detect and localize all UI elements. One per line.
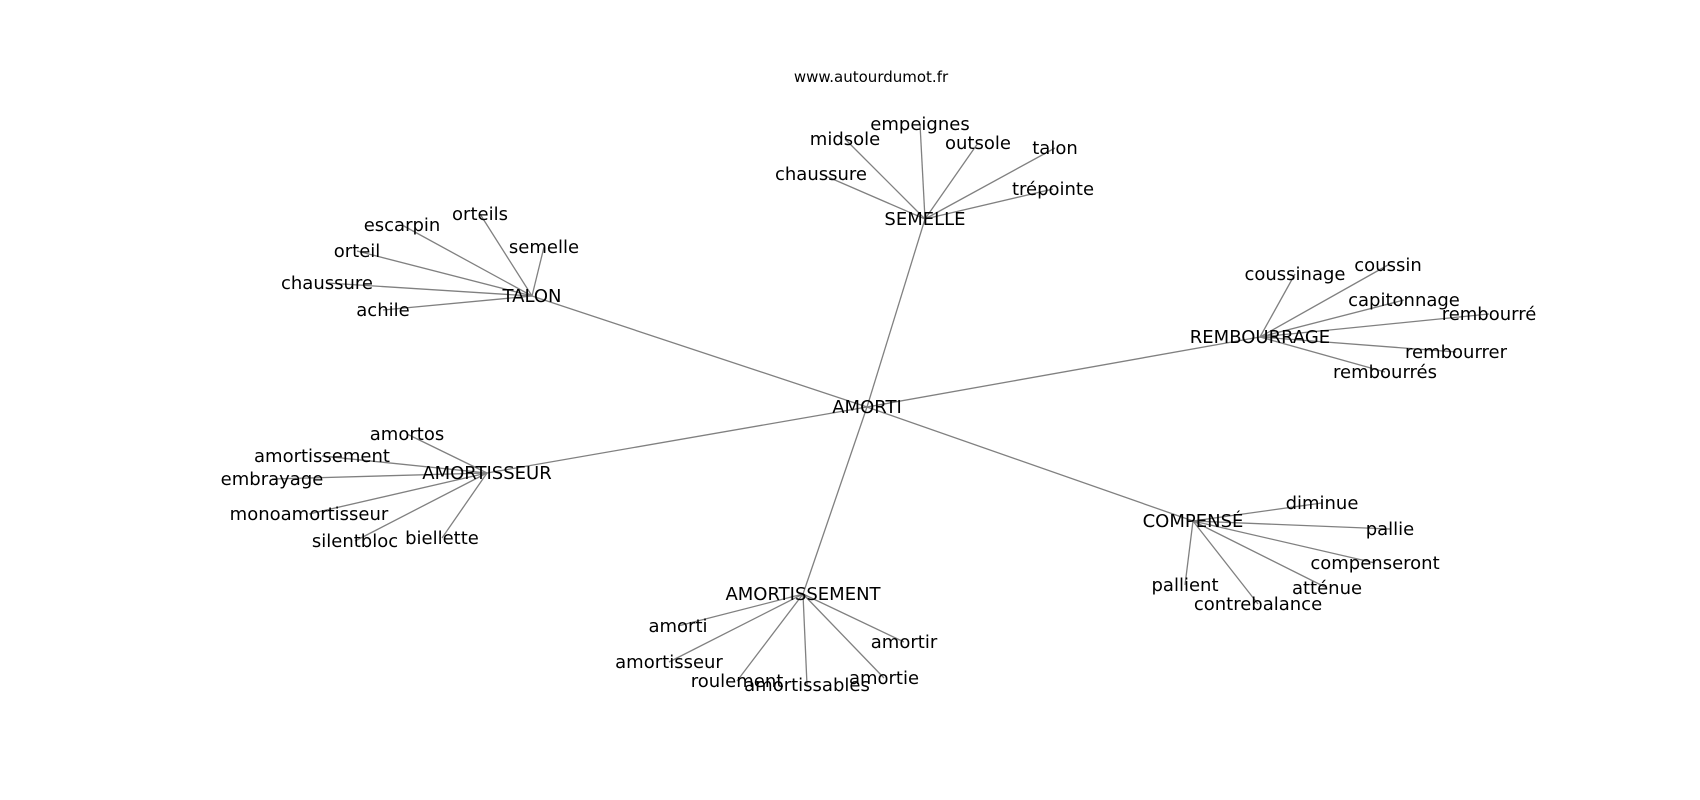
leaf-node-label: semelle — [509, 237, 579, 258]
hub-leaf-edge — [1192, 520, 1328, 589]
leaf-node-label: rembourré — [1442, 304, 1537, 325]
leaf-node-label: midsole — [810, 129, 880, 150]
hub-leaf-edge — [802, 593, 808, 686]
hub-node-label: TALON — [502, 286, 562, 307]
leaf-node-label: empeignes — [870, 114, 969, 135]
hub-leaf-edge — [1259, 273, 1296, 338]
center-hub-edge — [486, 406, 868, 474]
leaf-node-label: embrayage — [221, 469, 324, 490]
hub-leaf-edge — [844, 138, 926, 220]
leaf-node-label: chaussure — [775, 164, 867, 185]
hub-leaf-edge — [802, 593, 885, 679]
hub-leaf-edge — [479, 213, 533, 297]
hub-leaf-edge — [1192, 502, 1323, 522]
leaf-node-label: orteil — [334, 241, 381, 262]
hub-leaf-edge — [924, 142, 979, 220]
hub-leaf-edge — [924, 188, 1054, 220]
hub-leaf-edge — [802, 593, 905, 643]
leaf-node-label: achile — [356, 300, 409, 321]
leaf-node-label: amortir — [871, 632, 938, 653]
leaf-node-label: rembourrés — [1333, 362, 1437, 383]
hub-leaf-edge — [406, 433, 488, 474]
leaf-node-label: talon — [1032, 138, 1078, 159]
leaf-node-label: amortos — [370, 424, 444, 445]
hub-leaf-edge — [1192, 520, 1391, 530]
leaf-node-label: coussin — [1354, 255, 1421, 276]
leaf-node-label: amortie — [849, 668, 919, 689]
center-hub-edge — [866, 336, 1261, 408]
hub-node-label: COMPENSÉ — [1143, 510, 1244, 532]
leaf-node-label: chaussure — [281, 273, 373, 294]
leaf-node-label: coussinage — [1244, 264, 1345, 285]
leaf-node-label: monoamortisseur — [230, 504, 389, 525]
hub-leaf-edge — [401, 224, 533, 297]
leaf-node-label: outsole — [945, 133, 1011, 154]
hub-leaf-edge — [308, 472, 488, 515]
hub-leaf-edge — [668, 593, 804, 663]
graph-edges — [271, 123, 1490, 686]
leaf-node-label: capitonnage — [1348, 290, 1460, 311]
hub-leaf-edge — [1259, 264, 1389, 338]
hub-leaf-edge — [382, 295, 533, 311]
hub-leaf-edge — [321, 455, 488, 474]
leaf-node-label: atténue — [1292, 578, 1362, 599]
hub-leaf-edge — [1192, 520, 1376, 564]
hub-leaf-edge — [1192, 520, 1259, 605]
center-hub-edge — [802, 406, 868, 595]
center-hub-edge — [866, 406, 1194, 522]
leaf-node-label: amortisseur — [615, 652, 723, 673]
hub-leaf-edge — [677, 593, 804, 627]
graph-labels: www.autourdumot.fr AMORTI SEMELLE empeigne… — [221, 68, 1537, 696]
hub-node-label: AMORTISSEMENT — [725, 584, 881, 605]
hub-leaf-edge — [326, 282, 533, 297]
leaf-node-label: diminue — [1286, 493, 1359, 514]
hub-leaf-edge — [531, 246, 545, 297]
hub-leaf-edge — [924, 147, 1056, 220]
hub-leaf-edge — [356, 250, 533, 297]
hub-leaf-edge — [736, 593, 804, 682]
hub-leaf-edge — [1259, 299, 1405, 338]
leaf-node-label: amortissement — [254, 446, 390, 467]
leaf-node-label: trépointe — [1012, 179, 1094, 200]
hub-node-label: SEMELLE — [884, 209, 965, 230]
hub-node-label: AMORTISSEUR — [422, 463, 551, 484]
leaf-node-label: contrebalance — [1194, 594, 1322, 615]
leaf-node-label: silentbloc — [312, 531, 398, 552]
leaf-node-label: amorti — [648, 616, 707, 637]
leaf-node-label: pallient — [1152, 575, 1219, 596]
hub-leaf-edge — [1259, 313, 1490, 338]
leaf-node-label: roulement — [691, 671, 784, 692]
center-node-label: AMORTI — [832, 397, 902, 418]
hub-leaf-edge — [1184, 520, 1194, 586]
leaf-node-label: rembourrer — [1405, 342, 1508, 363]
center-hub-edge — [866, 218, 926, 408]
leaf-node-label: biellette — [405, 528, 479, 549]
hub-node-label: REMBOURRAGE — [1190, 327, 1330, 348]
leaf-node-label: pallie — [1366, 519, 1415, 540]
hub-leaf-edge — [441, 472, 488, 539]
hub-leaf-edge — [354, 472, 488, 542]
site-url: www.autourdumot.fr — [794, 68, 949, 86]
hub-leaf-edge — [1259, 336, 1386, 373]
leaf-node-label: compenseront — [1310, 553, 1439, 574]
center-hub-edge — [531, 295, 868, 408]
leaf-node-label: orteils — [452, 204, 508, 225]
leaf-node-label: escarpin — [364, 215, 441, 236]
hub-leaf-edge — [271, 472, 488, 480]
leaf-node-label: amortissables — [744, 675, 870, 696]
hub-leaf-edge — [919, 123, 926, 220]
hub-leaf-edge — [1259, 336, 1457, 353]
hub-leaf-edge — [820, 173, 926, 220]
